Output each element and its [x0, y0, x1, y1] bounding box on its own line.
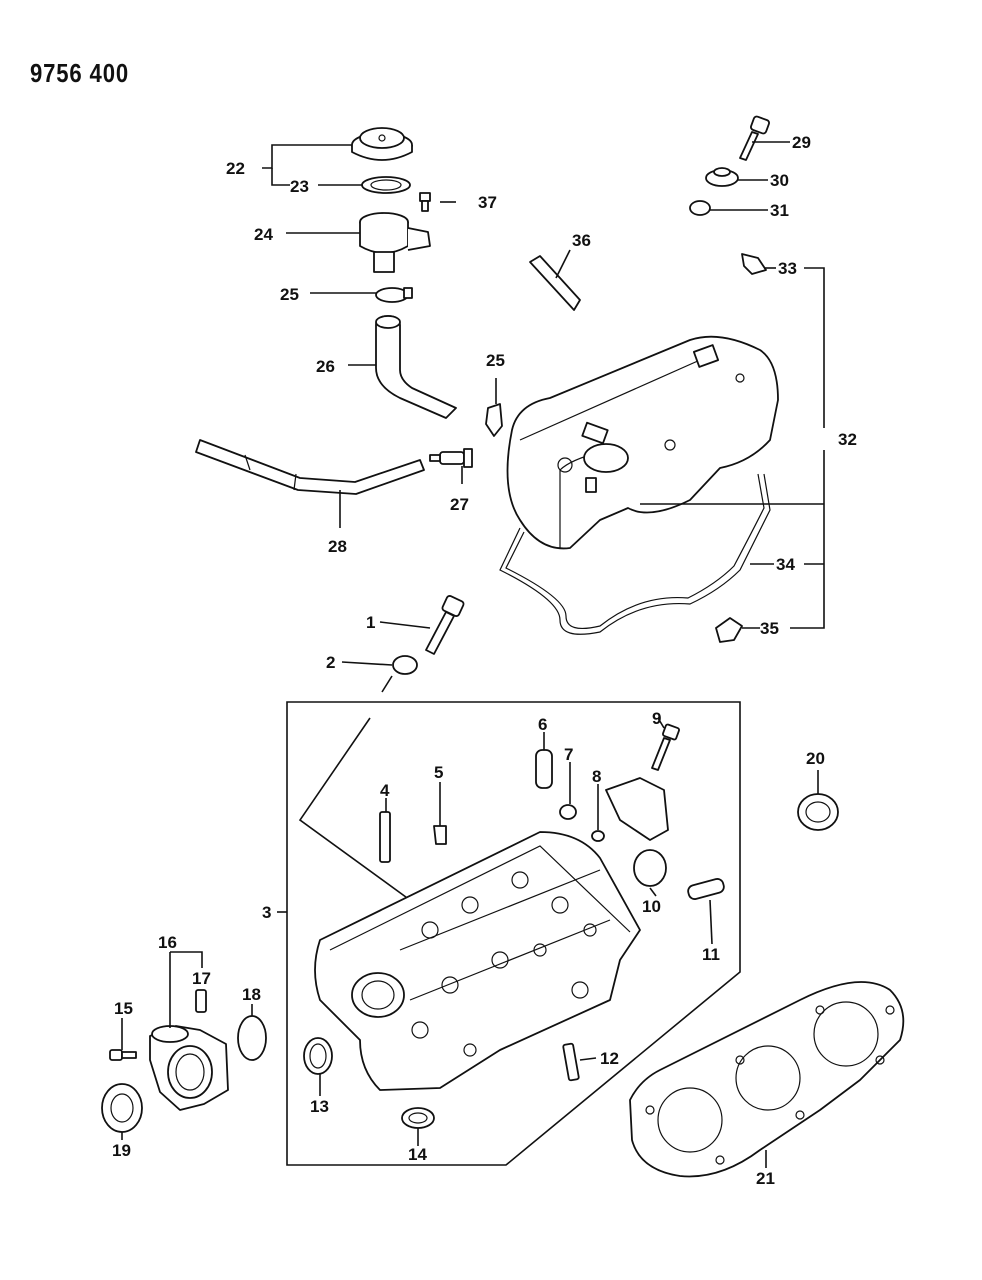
callout-29: 29 — [792, 133, 811, 152]
callout-18: 18 — [242, 985, 261, 1004]
nut-31-part — [689, 200, 711, 216]
callout-23: 23 — [290, 177, 309, 196]
bolt-29-part — [739, 115, 770, 161]
callout-27: 27 — [450, 495, 469, 514]
callout-35: 35 — [760, 619, 779, 638]
hose-26-part — [375, 315, 457, 419]
seal-20-part — [797, 793, 839, 831]
callout-22: 22 — [226, 159, 245, 178]
cylinder-head-part — [314, 831, 641, 1091]
bolt-9-part — [651, 723, 680, 771]
callout-9: 9 — [652, 709, 661, 728]
stud-12-part — [562, 1042, 580, 1082]
callout-26: 26 — [316, 357, 335, 376]
callout-13: 13 — [310, 1097, 329, 1116]
callout-12: 12 — [600, 1049, 619, 1068]
callout-labels: 22 23 37 24 25 26 25 27 28 36 29 30 31 3… — [112, 133, 857, 1188]
callout-4: 4 — [380, 781, 390, 800]
clip-35-part — [715, 617, 743, 643]
callout-34: 34 — [776, 555, 795, 574]
callout-7: 7 — [564, 745, 573, 764]
valve-guide-11-part — [687, 878, 725, 900]
water-outlet-part — [149, 1025, 229, 1111]
callout-25a: 25 — [280, 285, 299, 304]
nut-7-part — [559, 804, 577, 820]
stud-17-part — [195, 989, 207, 1013]
nut-8-part — [591, 830, 605, 842]
callout-15: 15 — [114, 999, 133, 1018]
callout-21: 21 — [756, 1169, 775, 1188]
callout-24: 24 — [254, 225, 273, 244]
stud-4-part — [379, 811, 391, 863]
callout-1: 1 — [366, 613, 375, 632]
callout-32: 32 — [838, 430, 857, 449]
rocker-cover-part — [506, 335, 779, 550]
callout-19: 19 — [112, 1141, 131, 1160]
callout-3: 3 — [262, 903, 271, 922]
callout-2: 2 — [326, 653, 335, 672]
callout-31: 31 — [770, 201, 789, 220]
callout-14: 14 — [408, 1145, 427, 1164]
callout-33: 33 — [778, 259, 797, 278]
plug-5-part — [433, 825, 447, 845]
leader-lines — [121, 141, 825, 1168]
callout-11: 11 — [702, 945, 720, 964]
rocker-gasket-part — [499, 473, 771, 635]
callout-37: 37 — [478, 193, 497, 212]
bolt-15-part — [109, 1049, 137, 1061]
hose-36-part — [529, 255, 581, 311]
diagram-code: 9756 400 — [30, 58, 129, 88]
valve-guide-6-part — [535, 749, 553, 789]
callout-25b: 25 — [486, 351, 505, 370]
callout-20: 20 — [806, 749, 825, 768]
washer-2-part — [392, 655, 418, 675]
seal-19-part — [101, 1083, 143, 1133]
clamp-25-part — [375, 287, 413, 303]
callout-28: 28 — [328, 537, 347, 556]
callout-16: 16 — [158, 933, 177, 952]
plug-10-part — [633, 849, 667, 887]
bracket-part — [605, 777, 669, 841]
callout-6: 6 — [538, 715, 547, 734]
cylinder-head-frame — [286, 701, 741, 1166]
callout-17: 17 — [192, 969, 211, 988]
clamp-25b-part — [485, 403, 503, 437]
hose-28-part — [195, 439, 425, 495]
head-gasket-part — [629, 981, 905, 1178]
bolt-1-part — [425, 595, 465, 655]
oil-filler-cap-part — [351, 127, 413, 161]
gasket-18-part — [237, 1015, 267, 1061]
pcv-valve-part — [429, 448, 473, 468]
seal-13-part — [303, 1037, 333, 1075]
callout-36: 36 — [572, 231, 591, 250]
bolt-37-part — [419, 192, 431, 212]
seal-14-part — [401, 1107, 435, 1129]
callout-5: 5 — [434, 763, 443, 782]
callout-10: 10 — [642, 897, 661, 916]
callout-8: 8 — [592, 767, 601, 786]
callout-30: 30 — [770, 171, 789, 190]
clip-33-part — [741, 253, 767, 275]
filler-neck-part — [359, 212, 431, 273]
